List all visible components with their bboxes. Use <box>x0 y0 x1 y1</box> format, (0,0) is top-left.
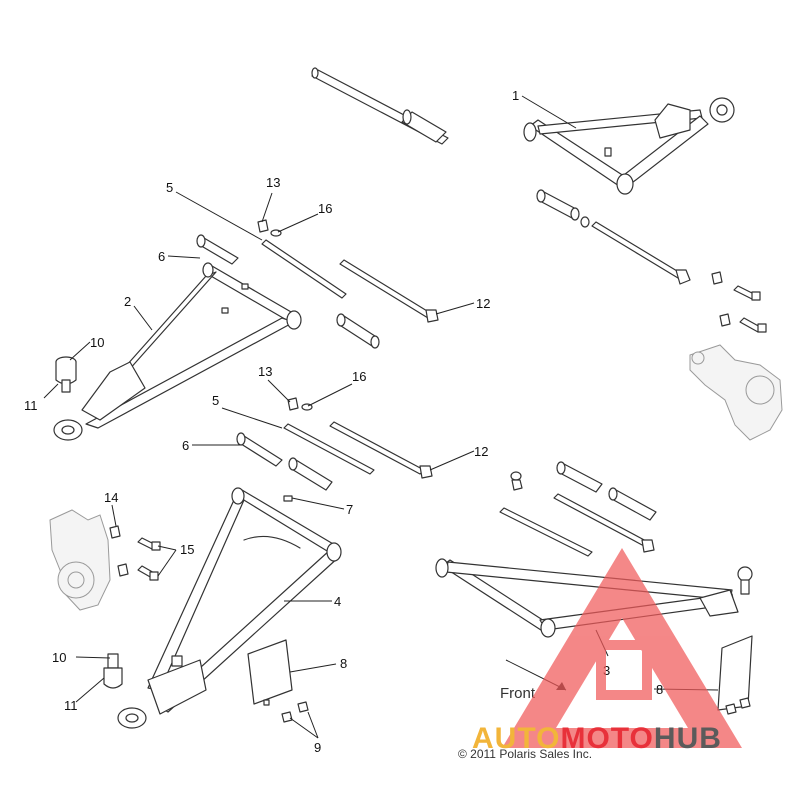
bushings-right <box>536 189 691 285</box>
callout-16-upper: 16 <box>318 201 332 216</box>
bolts-right <box>711 271 767 333</box>
copyright-notice: © 2011 Polaris Sales Inc. <box>458 747 592 761</box>
skid-plate-left <box>247 639 309 723</box>
ball-joint-upper-left <box>55 356 77 393</box>
callout-7: 7 <box>346 502 353 517</box>
front-label: Front <box>500 685 536 702</box>
callout-9: 9 <box>314 740 321 755</box>
lower-a-arm-2 <box>53 262 302 441</box>
callout-11-upper: 11 <box>24 398 38 413</box>
watermark-triangle-icon <box>502 548 742 748</box>
bolts-left <box>109 525 161 581</box>
leader-lines <box>43 95 719 739</box>
callout-4: 4 <box>334 594 341 609</box>
watermark-moto: MOTO <box>560 722 653 755</box>
bars-upper-middle <box>196 219 439 349</box>
callout-8-left: 8 <box>340 656 347 671</box>
pivot-bar-top <box>311 67 449 145</box>
callout-6-upper: 6 <box>158 249 165 264</box>
callout-2: 2 <box>124 294 131 309</box>
spindle-right-ghost <box>689 344 783 441</box>
callout-12-upper: 12 <box>476 296 490 311</box>
callout-5-lower: 5 <box>212 393 219 408</box>
callout-11-lower: 11 <box>64 698 78 713</box>
callout-12-lower: 12 <box>474 444 488 459</box>
callout-16-lower: 16 <box>352 369 366 384</box>
lower-a-arm-4 <box>117 487 342 729</box>
callout-10-upper: 10 <box>90 335 104 350</box>
skid-plate-right <box>717 635 753 715</box>
watermark-hub: HUB <box>654 722 722 755</box>
watermark-auto: AUTO <box>472 722 560 755</box>
callout-1: 1 <box>512 88 519 103</box>
callout-8-right: 8 <box>656 682 663 697</box>
upper-a-arm-1 <box>523 97 735 195</box>
watermark-text: AUTOMOTOHUB <box>472 722 722 755</box>
callout-6-lower: 6 <box>182 438 189 453</box>
callout-13-upper: 13 <box>266 175 280 190</box>
bars-lower-right <box>499 461 657 557</box>
callout-3: 3 <box>603 663 610 678</box>
callout-numbers: 1 2 3 4 5 5 6 6 7 8 8 9 10 10 11 11 12 1… <box>24 88 663 755</box>
callout-10-lower: 10 <box>52 650 66 665</box>
spindle-left-ghost <box>49 509 111 611</box>
callout-15: 15 <box>180 542 194 557</box>
callout-14: 14 <box>104 490 118 505</box>
bars-lower-middle <box>236 397 433 502</box>
callout-5-upper: 5 <box>166 180 173 195</box>
callout-13-lower: 13 <box>258 364 272 379</box>
watermark-logo <box>502 548 742 748</box>
ball-joint-lower-left <box>103 653 123 689</box>
